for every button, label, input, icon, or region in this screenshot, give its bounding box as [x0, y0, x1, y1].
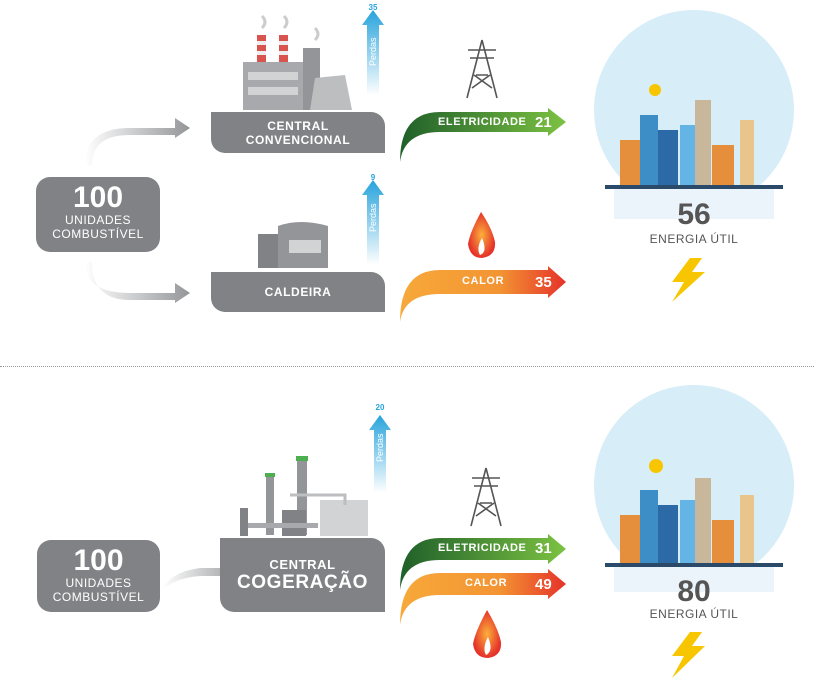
boiler-label: CALDEIRA — [264, 285, 332, 299]
heat-arrow-bottom — [400, 569, 566, 625]
fuel-input-box-bottom: 100 UNIDADES COMBUSTÍVEL — [37, 540, 160, 612]
losses-value: 20 — [375, 403, 385, 412]
useful-energy-label: ENERGIA ÚTIL — [649, 232, 739, 246]
fuel-units-value: 100 — [72, 181, 124, 214]
losses-arrow-conventional — [362, 10, 384, 95]
fuel-type-label: COMBUSTÍVEL — [52, 590, 145, 604]
losses-label: Perdas — [368, 37, 378, 66]
losses-value: 35 — [368, 3, 378, 12]
city-illustration — [594, 385, 794, 592]
losses-arrow-cogeneration — [369, 415, 391, 493]
fuel-units-label: UNIDADES — [65, 576, 132, 590]
flame-icon — [473, 610, 502, 658]
electricity-arrow-bottom — [400, 534, 566, 590]
losses-arrow-boiler — [362, 180, 384, 265]
useful-energy-value: 56 — [677, 198, 711, 231]
heat-value: 49 — [535, 576, 552, 593]
electricity-value: 31 — [535, 540, 552, 557]
section-divider — [0, 366, 814, 367]
fuel-units-value: 100 — [73, 544, 124, 577]
useful-energy-label: ENERGIA ÚTIL — [649, 607, 739, 621]
plant-label-line1: CENTRAL — [269, 556, 336, 572]
lightning-icon — [672, 632, 705, 678]
losses-value: 9 — [370, 173, 376, 182]
heat-arrow-top — [400, 266, 566, 322]
city-illustration — [594, 10, 794, 219]
conventional-plant-icon — [243, 14, 352, 110]
heat-value: 35 — [535, 274, 552, 291]
lightning-icon — [672, 258, 705, 302]
power-pylon-icon — [466, 39, 498, 99]
heat-label: CALOR — [465, 577, 508, 589]
cogeneration-plant-box: CENTRAL COGERAÇÃO — [220, 538, 385, 612]
cogeneration-plant-icon — [240, 456, 368, 536]
electricity-label: ELETRICIDADE — [438, 542, 527, 554]
fuel-to-boiler-arrow — [85, 262, 190, 303]
plant-label-line2: CONVENCIONAL — [245, 132, 351, 147]
losses-label: Perdas — [375, 433, 385, 462]
conventional-plant-box: CENTRAL CONVENCIONAL — [211, 112, 385, 153]
electricity-value: 21 — [535, 114, 552, 131]
losses-label: Perdas — [368, 203, 378, 232]
boiler-box: CALDEIRA — [211, 272, 385, 312]
electricity-arrow-top — [400, 108, 566, 162]
plant-label-line2: COGERAÇÃO — [236, 571, 368, 593]
power-pylon-icon — [470, 467, 502, 527]
heat-label: CALOR — [462, 275, 505, 287]
flame-icon — [468, 212, 496, 258]
fuel-type-label: COMBUSTÍVEL — [52, 227, 144, 241]
electricity-label: ELETRICIDADE — [438, 116, 527, 128]
fuel-units-label: UNIDADES — [64, 213, 131, 227]
useful-energy-value: 80 — [677, 575, 711, 608]
plant-label-line1: CENTRAL — [267, 118, 329, 133]
boiler-icon — [258, 222, 328, 268]
fuel-to-plant-arrow — [85, 118, 190, 165]
fuel-input-box-top: 100 UNIDADES COMBUSTÍVEL — [36, 177, 160, 252]
